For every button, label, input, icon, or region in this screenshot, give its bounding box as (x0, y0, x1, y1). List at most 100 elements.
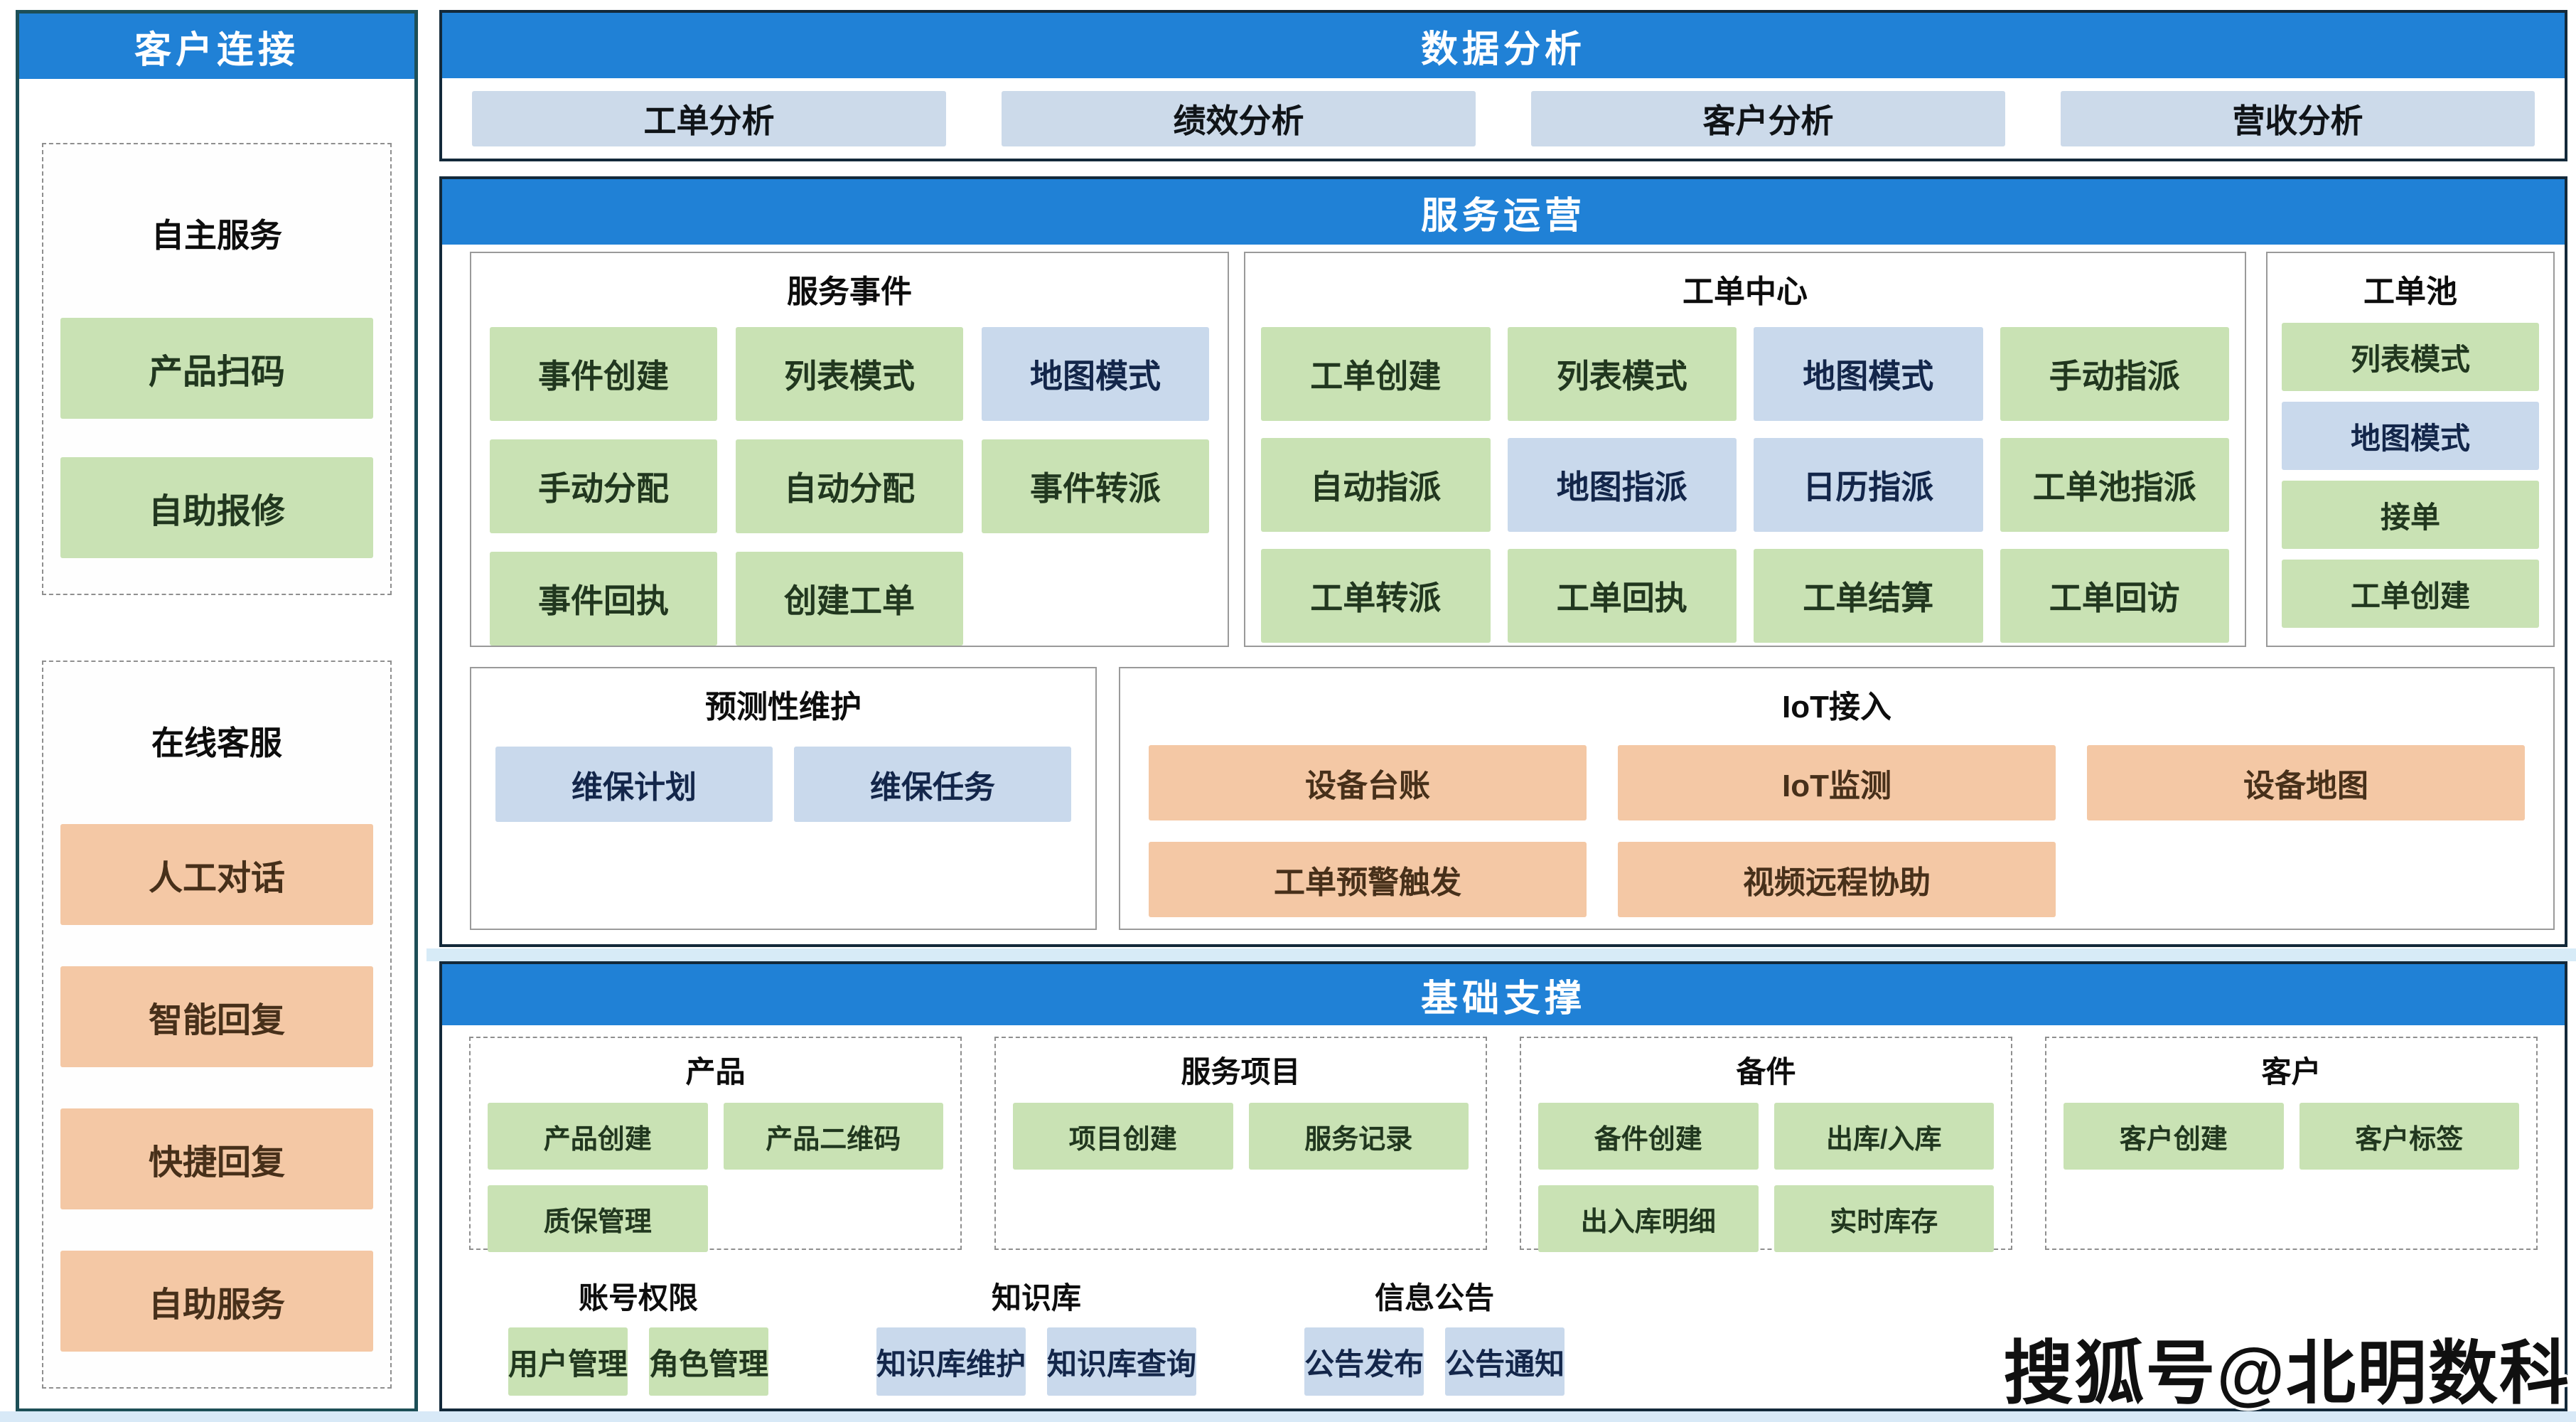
work-order-center-panel: 工单中心 工单创建 列表模式 地图模式 手动指派 自动指派 地图指派 日历指派 … (1244, 252, 2246, 647)
work-order-pool-title: 工单池 (2363, 274, 2457, 309)
iot-monitor-button[interactable]: IoT监测 (1618, 745, 2056, 820)
announcements-grid: 公告发布 公告通知 (1304, 1327, 1565, 1396)
event-create-work-order-button[interactable]: 创建工单 (736, 552, 963, 646)
bottom-edge-strip (0, 1411, 2576, 1422)
pool-list-mode-button[interactable]: 列表模式 (2282, 323, 2539, 391)
event-transfer-button[interactable]: 事件转派 (982, 439, 1209, 533)
customer-connect-header: 客户连接 (19, 14, 414, 79)
video-remote-assist-button[interactable]: 视频远程协助 (1618, 842, 2056, 917)
announce-notify-button[interactable]: 公告通知 (1445, 1327, 1565, 1396)
auto-dispatch-button[interactable]: 自动指派 (1261, 438, 1491, 532)
project-create-button[interactable]: 项目创建 (1013, 1103, 1233, 1170)
service-events-grid: 事件创建 列表模式 地图模式 手动分配 自动分配 事件转派 事件回执 创建工单 (490, 327, 1209, 646)
customer-create-button[interactable]: 客户创建 (2064, 1103, 2284, 1170)
customer-title: 客户 (2261, 1055, 2322, 1089)
basic-support-row1: 产品 产品创建 产品二维码 质保管理 服务项目 项目创建 服务记录 备件 备件创… (469, 1037, 2538, 1252)
data-analysis-header: 数据分析 (442, 13, 2565, 78)
kb-maintain-button[interactable]: 知识库维护 (876, 1327, 1026, 1396)
work-order-alert-trigger-button[interactable]: 工单预警触发 (1149, 842, 1587, 917)
calendar-dispatch-button[interactable]: 日历指派 (1754, 438, 1983, 532)
service-events-panel: 服务事件 事件创建 列表模式 地图模式 手动分配 自动分配 事件转派 事件回执 … (470, 252, 1229, 647)
work-order-revisit-button[interactable]: 工单回访 (2000, 549, 2229, 643)
spare-parts-panel: 备件 备件创建 出库/入库 出入库明细 实时库存 (1520, 1037, 2012, 1252)
maintenance-plan-button[interactable]: 维保计划 (495, 747, 773, 822)
work-order-create-button[interactable]: 工单创建 (1261, 327, 1491, 421)
knowledge-base-panel: 知识库 知识库维护 知识库查询 (837, 1264, 1235, 1406)
customer-panel: 客户 客户创建 客户标签 (2045, 1037, 2538, 1250)
online-customer-service-group: 在线客服 人工对话 智能回复 快捷回复 自助服务 (42, 661, 392, 1389)
work-order-map-mode-button[interactable]: 地图模式 (1754, 327, 1983, 421)
section-divider-strip (426, 948, 2576, 961)
device-map-button[interactable]: 设备地图 (2087, 745, 2525, 820)
stock-detail-button[interactable]: 出入库明细 (1538, 1185, 1759, 1252)
announcements-title: 信息公告 (1375, 1281, 1495, 1315)
iot-access-grid: 设备台账 IoT监测 设备地图 工单预警触发 视频远程协助 (1149, 745, 2525, 917)
watermark-text: 搜狐号@北明数科 (2003, 1334, 2570, 1412)
accept-order-button[interactable]: 接单 (2282, 481, 2539, 549)
pool-dispatch-button[interactable]: 工单池指派 (2000, 438, 2229, 532)
smart-reply-button[interactable]: 智能回复 (60, 966, 373, 1067)
announcements-panel: 信息公告 公告发布 公告通知 (1265, 1264, 1604, 1406)
quick-reply-button[interactable]: 快捷回复 (60, 1108, 373, 1209)
product-grid: 产品创建 产品二维码 质保管理 (488, 1103, 943, 1252)
revenue-analysis-button[interactable]: 营收分析 (2061, 91, 2535, 146)
customer-connect-panel: 客户连接 自主服务 产品扫码 自助报修 在线客服 人工对话 智能回复 快捷回复 … (16, 10, 418, 1412)
event-create-button[interactable]: 事件创建 (490, 327, 717, 421)
service-operations-section: 服务运营 服务事件 事件创建 列表模式 地图模式 手动分配 自动分配 事件转派 … (439, 176, 2567, 947)
work-order-center-title: 工单中心 (1683, 274, 1808, 309)
spare-parts-title: 备件 (1736, 1055, 1796, 1089)
work-order-analysis-button[interactable]: 工单分析 (472, 91, 946, 146)
service-record-button[interactable]: 服务记录 (1248, 1103, 1469, 1170)
product-create-button[interactable]: 产品创建 (488, 1103, 708, 1170)
event-receipt-button[interactable]: 事件回执 (490, 552, 717, 646)
customer-analysis-button[interactable]: 客户分析 (1531, 91, 2005, 146)
event-map-mode-button[interactable]: 地图模式 (982, 327, 1209, 421)
work-order-transfer-button[interactable]: 工单转派 (1261, 549, 1491, 643)
event-list-mode-button[interactable]: 列表模式 (736, 327, 963, 421)
pool-work-order-create-button[interactable]: 工单创建 (2282, 560, 2539, 628)
customer-grid: 客户创建 客户标签 (2064, 1103, 2519, 1170)
service-items-grid: 项目创建 服务记录 (1013, 1103, 1469, 1170)
realtime-stock-button[interactable]: 实时库存 (1773, 1185, 1994, 1252)
self-repair-button[interactable]: 自助报修 (60, 457, 373, 558)
work-order-settlement-button[interactable]: 工单结算 (1754, 549, 1983, 643)
account-permissions-title: 账号权限 (579, 1281, 699, 1315)
account-permissions-panel: 账号权限 用户管理 角色管理 (469, 1264, 807, 1406)
service-items-title: 服务项目 (1181, 1055, 1301, 1089)
stock-in-out-button[interactable]: 出库/入库 (1773, 1103, 1994, 1170)
basic-support-header: 基础支撑 (442, 964, 2565, 1025)
spare-create-button[interactable]: 备件创建 (1538, 1103, 1759, 1170)
iot-access-title: IoT接入 (1782, 690, 1891, 725)
basic-support-section: 基础支撑 产品 产品创建 产品二维码 质保管理 服务项目 项目创建 服务记录 备… (439, 961, 2567, 1411)
pool-map-mode-button[interactable]: 地图模式 (2282, 402, 2539, 470)
account-permissions-grid: 用户管理 角色管理 (508, 1327, 769, 1396)
announce-publish-button[interactable]: 公告发布 (1304, 1327, 1424, 1396)
knowledge-base-title: 知识库 (992, 1281, 1082, 1315)
event-auto-assign-button[interactable]: 自动分配 (736, 439, 963, 533)
work-order-list-mode-button[interactable]: 列表模式 (1507, 327, 1737, 421)
product-qrcode-button[interactable]: 产品二维码 (723, 1103, 943, 1170)
self-service-group: 自主服务 产品扫码 自助报修 (42, 143, 392, 595)
manual-chat-button[interactable]: 人工对话 (60, 824, 373, 925)
user-management-button[interactable]: 用户管理 (508, 1327, 628, 1396)
role-management-button[interactable]: 角色管理 (649, 1327, 769, 1396)
manual-dispatch-button[interactable]: 手动指派 (2000, 327, 2229, 421)
product-scan-button[interactable]: 产品扫码 (60, 318, 373, 419)
maintenance-task-button[interactable]: 维保任务 (794, 747, 1071, 822)
customer-tag-button[interactable]: 客户标签 (2299, 1103, 2519, 1170)
performance-analysis-button[interactable]: 绩效分析 (1002, 91, 1476, 146)
product-panel: 产品 产品创建 产品二维码 质保管理 (469, 1037, 962, 1252)
service-operations-header: 服务运营 (442, 179, 2565, 245)
basic-support-row2: 账号权限 用户管理 角色管理 知识库 知识库维护 知识库查询 信息公告 公告发布… (469, 1264, 2538, 1406)
map-dispatch-button[interactable]: 地图指派 (1507, 438, 1737, 532)
kb-query-button[interactable]: 知识库查询 (1047, 1327, 1197, 1396)
warranty-management-button[interactable]: 质保管理 (488, 1185, 708, 1252)
self-service-button[interactable]: 自助服务 (60, 1251, 373, 1352)
device-ledger-button[interactable]: 设备台账 (1149, 745, 1587, 820)
work-order-pool-stack: 列表模式 地图模式 接单 工单创建 (2282, 323, 2539, 628)
work-order-center-grid: 工单创建 列表模式 地图模式 手动指派 自动指派 地图指派 日历指派 工单池指派… (1261, 327, 2229, 643)
self-service-group-title: 自主服务 (151, 217, 282, 254)
event-manual-assign-button[interactable]: 手动分配 (490, 439, 717, 533)
work-order-receipt-button[interactable]: 工单回执 (1507, 549, 1737, 643)
